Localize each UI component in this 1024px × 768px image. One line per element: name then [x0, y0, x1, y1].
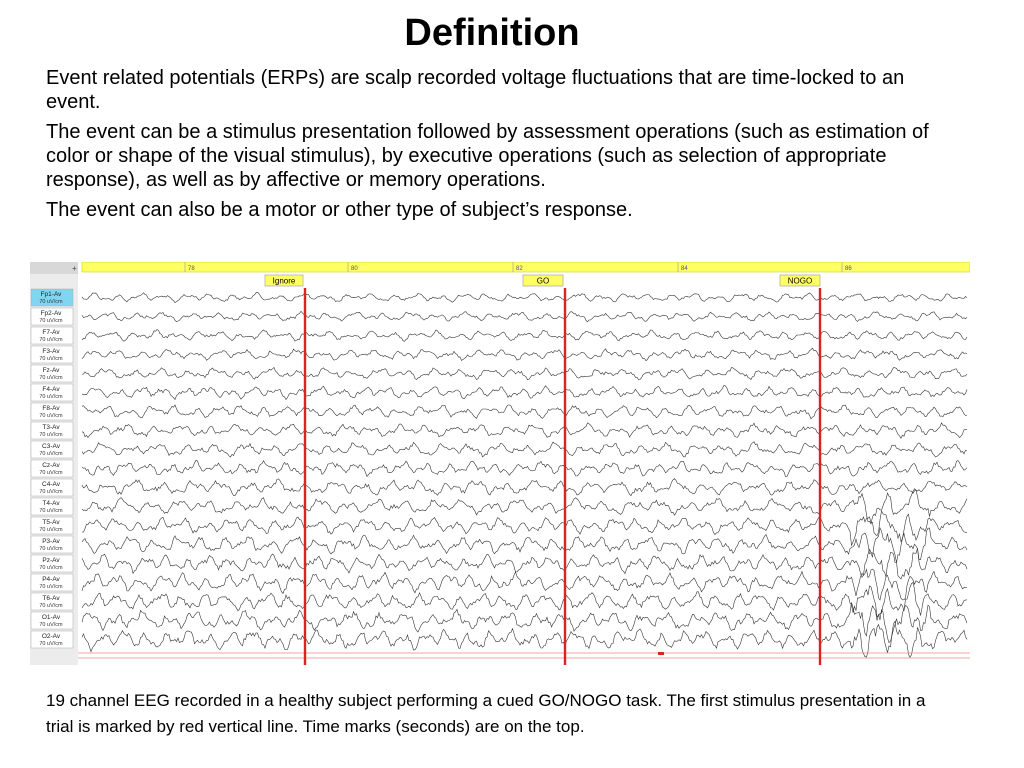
channel-name: F3-Av — [42, 348, 60, 355]
time-mark-label: 84 — [681, 266, 688, 272]
event-label-box — [779, 274, 821, 287]
channel-label-box[interactable] — [30, 326, 74, 345]
channel-label-box[interactable] — [30, 478, 74, 497]
channel-scale: 70 uV/cm — [39, 356, 63, 362]
channel-scale: 70 uV/cm — [39, 318, 63, 324]
time-mark-label: 78 — [188, 266, 195, 272]
channel-scale: 70 uV/cm — [39, 413, 63, 419]
eeg-trace — [81, 367, 968, 381]
channel-scale: 70 uV/cm — [39, 527, 63, 533]
eeg-trace — [81, 347, 968, 362]
channel-label-box[interactable] — [30, 364, 74, 383]
channel-scale: 70 uV/cm — [39, 451, 63, 457]
channel-label-box[interactable] — [30, 630, 74, 649]
channel-label-box[interactable] — [30, 383, 74, 402]
eeg-trace — [81, 441, 968, 458]
eeg-trace — [81, 581, 968, 618]
channel-label-box[interactable] — [30, 516, 74, 535]
channel-scale: 70 uV/cm — [39, 470, 63, 476]
eeg-trace — [81, 568, 968, 601]
eeg-trace — [81, 527, 968, 563]
eeg-trace — [81, 404, 968, 420]
eeg-trace — [81, 459, 968, 478]
time-mark-bar — [81, 262, 970, 273]
channel-label-box[interactable] — [30, 535, 74, 554]
eeg-trace — [81, 602, 968, 644]
channel-label-box[interactable] — [30, 421, 74, 440]
channel-scale: 70 uV/cm — [39, 394, 63, 400]
channel-name: C3-Av — [42, 443, 61, 450]
event-label: GO — [537, 277, 549, 286]
channel-name: P3-Av — [42, 538, 60, 545]
event-label-box — [264, 274, 304, 287]
response-marker — [658, 652, 664, 655]
eeg-trace — [81, 422, 967, 439]
channel-scale: 70 uV/cm — [39, 641, 63, 647]
channel-label-box[interactable] — [30, 459, 74, 478]
eeg-trace — [81, 478, 968, 497]
eeg-trace — [81, 291, 968, 304]
paragraph-1: Event related potentials (ERPs) are scal… — [46, 67, 905, 113]
channel-scale: 70 uV/cm — [39, 622, 63, 628]
eeg-trace — [81, 385, 968, 401]
channel-name: F8-Av — [42, 405, 60, 412]
paragraph-2: The event can be a stimulus presentation… — [46, 121, 929, 191]
channel-scale: 70 uV/cm — [39, 337, 63, 343]
channel-label-box[interactable] — [30, 573, 74, 592]
channel-name: F7-Av — [42, 329, 60, 336]
eeg-trace — [81, 548, 968, 580]
channel-name: P4-Av — [42, 576, 60, 583]
channel-name: T6-Av — [42, 595, 60, 602]
paragraph-3: The event can also be a motor or other t… — [46, 199, 633, 221]
channel-label-box[interactable] — [30, 592, 74, 611]
channel-name: F4-Av — [42, 386, 60, 393]
event-label: Ignore — [273, 277, 296, 286]
channel-name: Cz-Av — [42, 462, 60, 469]
channel-name: T3-Av — [42, 424, 60, 431]
time-mark-label: 82 — [516, 266, 523, 272]
channel-name: O2-Av — [42, 633, 61, 640]
event-label: NOGO — [788, 277, 812, 286]
time-mark-label: 86 — [845, 266, 852, 272]
event-label-box — [522, 274, 564, 287]
channel-label-box[interactable] — [30, 345, 74, 364]
label-panel-header — [30, 262, 78, 274]
channel-name: T4-Av — [42, 500, 60, 507]
channel-scale: 70 uV/cm — [39, 603, 63, 609]
channel-scale: 70 uV/cm — [39, 565, 63, 571]
channel-scale: 70 uV/cm — [39, 375, 63, 381]
channel-name: Fz-Av — [43, 367, 61, 374]
channel-label-box[interactable] — [30, 440, 74, 459]
channel-label-box[interactable] — [30, 497, 74, 516]
channel-label-box[interactable] — [30, 402, 74, 421]
eeg-trace — [81, 329, 968, 342]
channel-scale: 70 uV/cm — [39, 508, 63, 514]
channel-scale: 70 uV/cm — [39, 299, 63, 305]
channel-scale: 70 uV/cm — [39, 432, 63, 438]
channel-label-box[interactable] — [30, 307, 74, 326]
channel-name: Fp2-Av — [41, 310, 63, 317]
channel-scale: 70 uV/cm — [39, 489, 63, 495]
figure-caption: 19 channel EEG recorded in a healthy sub… — [46, 691, 926, 736]
channel-name: O1-Av — [42, 614, 61, 621]
channel-name: C4-Av — [42, 481, 61, 488]
channel-scale: 70 uV/cm — [39, 584, 63, 590]
channel-name: Pz-Av — [42, 557, 60, 564]
collapse-icon: + — [72, 264, 77, 273]
eeg-trace — [81, 510, 968, 547]
channel-label-box[interactable] — [30, 554, 74, 573]
eeg-trace — [81, 310, 968, 323]
channel-label-box[interactable] — [30, 288, 74, 307]
slide-title: Definition — [404, 12, 580, 54]
slide-body: Event related potentials (ERPs) are scal… — [46, 66, 946, 228]
time-mark-label: 80 — [351, 266, 358, 272]
channel-label-box[interactable] — [30, 611, 74, 630]
channel-name: Fp1-Av — [41, 291, 63, 298]
channel-scale: 70 uV/cm — [39, 546, 63, 552]
channel-name: T5-Av — [42, 519, 60, 526]
